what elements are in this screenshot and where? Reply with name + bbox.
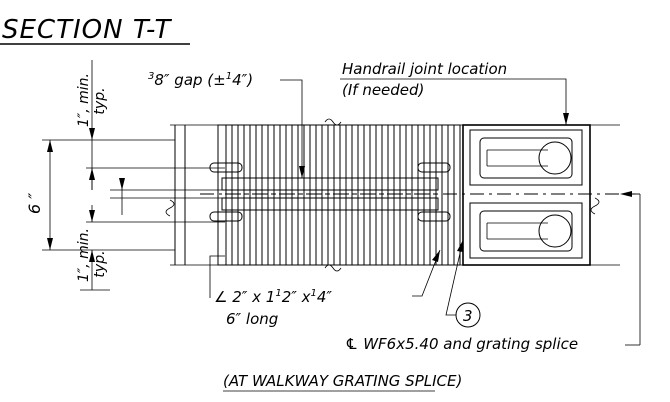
dim-height: 6 ″ bbox=[25, 193, 44, 214]
angle-length: 6″ long bbox=[226, 310, 278, 328]
splice-angle bbox=[209, 162, 451, 222]
detail-number: 3 bbox=[463, 307, 473, 325]
handrail-callout-2: (If needed) bbox=[342, 81, 424, 99]
handrail-callout-1: Handrail joint location bbox=[342, 60, 507, 78]
dim-top-typ: typ. bbox=[92, 87, 108, 114]
walkway-grating bbox=[165, 118, 620, 272]
dim-top-min: 1″, min. bbox=[76, 73, 92, 127]
subtitle: (AT WALKWAY GRATING SPLICE) bbox=[223, 372, 462, 390]
dim-bot-min: 1″, min. bbox=[76, 228, 92, 282]
wf-callout: ℄ WF6x5.40 and grating splice bbox=[345, 335, 578, 353]
gap-callout: 38″ gap (±14″) bbox=[148, 71, 253, 89]
angle-callout: ∠ 2″ x 112″ x14″ bbox=[214, 288, 332, 306]
dim-bot-typ: typ. bbox=[92, 250, 108, 277]
section-title: SECTION T-T bbox=[2, 15, 172, 45]
handrail-posts bbox=[462, 124, 591, 266]
vertical-dimension bbox=[42, 60, 225, 290]
grating-bars bbox=[225, 125, 455, 265]
